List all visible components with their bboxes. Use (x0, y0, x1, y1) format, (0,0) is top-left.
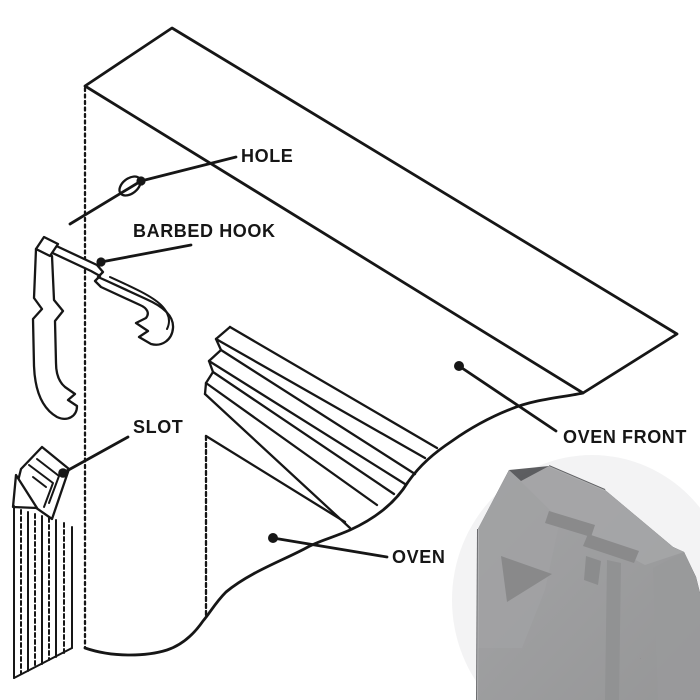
door-gasket-strip (203, 325, 439, 530)
panel-top-face (83, 26, 679, 395)
opening-top-edge (204, 434, 347, 524)
slot-channel-inner (36, 458, 60, 504)
door-seal-assembly (11, 235, 175, 679)
seal-product-photo (452, 455, 700, 700)
oven-opening (204, 434, 347, 618)
barbed-hook-leader-line (99, 243, 193, 264)
slot-side-triangle (11, 473, 39, 510)
label-oven-front: OVEN FRONT (563, 427, 687, 447)
panel-torn-edge (83, 391, 585, 657)
hole-leader-line (68, 155, 238, 226)
hook-inner-line (109, 276, 170, 330)
label-barbed-hook: BARBED HOOK (133, 221, 276, 241)
barbed-hook-arm (42, 241, 175, 346)
seal-end-cap (34, 235, 60, 258)
barbed-hook-leader-dot (96, 257, 106, 267)
slot-leader-line (61, 435, 130, 475)
oven-front-leader-dot (454, 361, 464, 371)
oven-leader-line (271, 536, 389, 559)
leader-lines (58, 155, 558, 559)
slot-leader-dot (58, 468, 68, 478)
label-hole: HOLE (241, 146, 293, 166)
label-slot: SLOT (133, 417, 183, 437)
oven-leader-dot (268, 533, 278, 543)
label-oven: OVEN (392, 547, 445, 567)
seal-vertical-leg (31, 247, 79, 420)
oven-front-leader-line (457, 364, 558, 433)
slot-channel-outer (28, 464, 54, 508)
seal-extrusion-body (13, 505, 73, 679)
oven-front-panel (83, 26, 679, 657)
labels: HOLE BARBED HOOK SLOT OVEN FRONT OVEN (133, 146, 687, 567)
hole-leader-dot (136, 176, 146, 186)
slot-channel-bar (32, 476, 47, 488)
